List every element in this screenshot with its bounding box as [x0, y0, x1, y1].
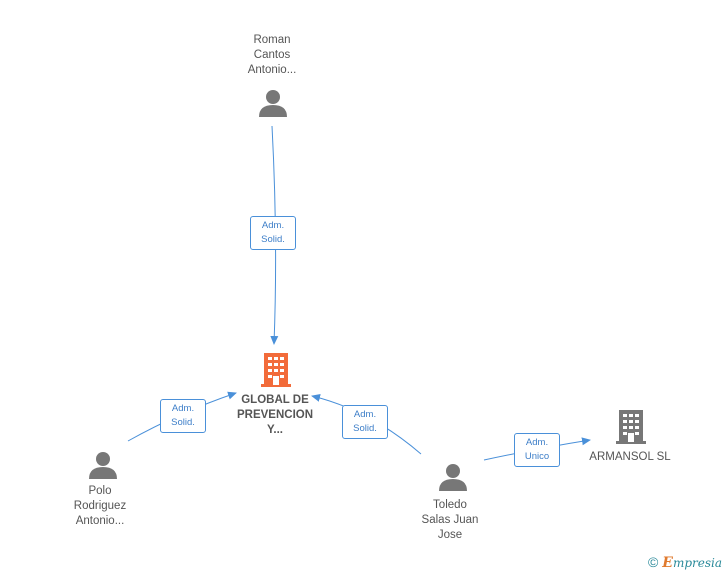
- empresia-logo: Empresia: [662, 555, 722, 571]
- edge-label-polo-global: Adm. Solid.: [160, 399, 206, 433]
- node-label-polo[interactable]: Polo Rodriguez Antonio...: [73, 485, 127, 527]
- node-label-roman[interactable]: Roman Cantos Antonio...: [247, 34, 297, 76]
- person-icon[interactable]: [89, 452, 117, 479]
- building-icon[interactable]: [616, 410, 646, 444]
- node-label-global[interactable]: GLOBAL DE PREVENCION Y...: [236, 394, 314, 436]
- copyright-icon: ©: [647, 554, 659, 570]
- person-icon[interactable]: [259, 90, 287, 117]
- edge-label-toledo-armansol: Adm. Unico: [514, 433, 560, 467]
- node-label-toledo[interactable]: Toledo Salas Juan Jose: [421, 499, 479, 541]
- building-icon[interactable]: [261, 353, 291, 387]
- copyright-brand[interactable]: ©Empresia: [648, 554, 722, 571]
- person-icon[interactable]: [439, 464, 467, 491]
- edge-label-toledo-global: Adm. Solid.: [342, 405, 388, 439]
- node-label-armansol[interactable]: ARMANSOL SL: [589, 451, 671, 463]
- edge-label-roman-global: Adm. Solid.: [250, 216, 296, 250]
